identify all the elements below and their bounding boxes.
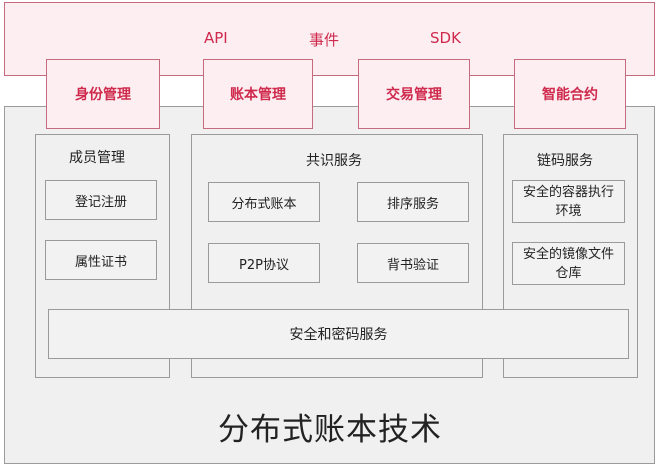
tab-ledger-label: 账本管理 xyxy=(230,87,286,103)
secure-container-box: 安全的容器执行 环境 xyxy=(512,180,625,223)
secure-image-repo-label: 安全的镜像文件 仓库 xyxy=(522,246,614,281)
tab-smart-contract: 智能合约 xyxy=(514,59,626,129)
distributed-ledger-box: 分布式账本 xyxy=(208,182,320,222)
tab-ledger-management: 账本管理 xyxy=(203,59,313,129)
distributed-ledger-technology-title: 分布式账本技术 xyxy=(218,412,442,448)
tab-identity-label: 身份管理 xyxy=(75,87,131,103)
endorsement-validation-label: 背书验证 xyxy=(386,257,439,273)
consensus-service-title: 共识服务 xyxy=(306,153,362,169)
secure-container-label: 安全的容器执行 环境 xyxy=(522,184,614,219)
tab-identity-management: 身份管理 xyxy=(46,59,160,129)
registration-label: 登记注册 xyxy=(74,194,127,210)
ordering-service-label: 排序服务 xyxy=(386,196,439,212)
tab-transaction-management: 交易管理 xyxy=(358,59,470,129)
security-cryptography-bar: 安全和密码服务 xyxy=(48,309,629,359)
ordering-service-box: 排序服务 xyxy=(357,182,469,222)
distributed-ledger-label: 分布式账本 xyxy=(231,196,297,212)
p2p-protocol-box: P2P协议 xyxy=(208,243,320,283)
attribute-certificate-label: 属性证书 xyxy=(74,254,127,270)
event-label: 事件 xyxy=(309,31,340,49)
chaincode-service-title: 链码服务 xyxy=(537,153,593,169)
tab-smart-contract-label: 智能合约 xyxy=(542,87,598,103)
member-management-title: 成员管理 xyxy=(69,150,125,166)
secure-image-repo-box: 安全的镜像文件 仓库 xyxy=(512,242,625,285)
p2p-protocol-label: P2P协议 xyxy=(239,257,289,273)
endorsement-validation-box: 背书验证 xyxy=(357,243,469,283)
api-label: API xyxy=(204,29,228,47)
attribute-certificate-box: 属性证书 xyxy=(45,240,157,280)
security-cryptography-label: 安全和密码服务 xyxy=(289,327,388,343)
tab-transaction-label: 交易管理 xyxy=(386,87,442,103)
sdk-label: SDK xyxy=(430,29,461,47)
registration-box: 登记注册 xyxy=(45,180,157,220)
